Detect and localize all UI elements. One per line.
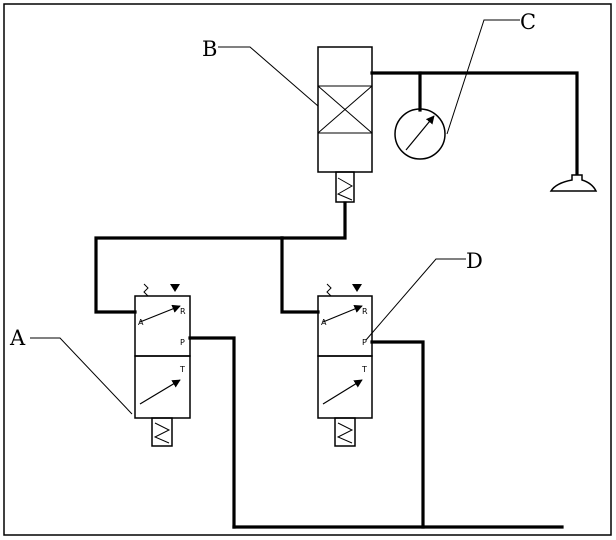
component-a-valve: A R P T: [134, 283, 191, 447]
callout-label-d: D: [466, 249, 483, 273]
valve-a-port-a-label: A: [138, 318, 144, 327]
pipe-valve-a-supply: [188, 336, 236, 529]
valve-a-coil-zigzag: [153, 422, 171, 444]
valve-d-lower-arrow: [322, 379, 363, 405]
leader-d: [365, 258, 466, 341]
gauge-c-needle: [405, 115, 435, 151]
pipe-header-to-valve-d: [280, 236, 320, 314]
component-d-valve: A R P T: [317, 283, 373, 447]
valve-d-port-r-label: R: [362, 307, 368, 316]
pipe-header-left: [94, 236, 284, 314]
leader-c: [446, 19, 520, 135]
callout-label-a: A: [9, 326, 26, 350]
pipe-valve-d-supply: [370, 340, 425, 529]
diagram-frame: [3, 3, 612, 536]
callout-label-c: C: [520, 10, 536, 34]
valve-d-spring-icon: [326, 283, 332, 297]
leader-b: [218, 46, 319, 107]
valve-a-port-r-label: R: [180, 307, 186, 316]
valve-a-port-p-label: P: [180, 338, 185, 347]
valve-a-lower-arrow: [139, 379, 181, 405]
component-b-filter: [317, 46, 373, 203]
filter-b-coil: [335, 171, 355, 203]
callout-label-b: B: [202, 37, 217, 61]
filter-b-coil-zigzag: [336, 177, 354, 201]
gauge-c-dial: [394, 108, 446, 160]
valve-d-upper-arrow: [322, 304, 363, 323]
component-suction-cup: [549, 174, 598, 192]
valve-a-upper-arrow: [139, 304, 181, 323]
component-c-gauge: [394, 108, 446, 160]
valve-d-pilot-icon: [352, 284, 362, 292]
valve-a-port-t-label: T: [179, 365, 185, 374]
pipe-network: [94, 71, 579, 529]
pipe-b-to-suction-cup: [370, 71, 579, 177]
suction-cup-shape: [549, 174, 598, 192]
valve-d-coil: [334, 417, 356, 447]
valve-d-coil-zigzag: [336, 422, 354, 444]
pipe-b-to-header: [280, 201, 347, 240]
callout-leaders: [30, 19, 520, 415]
valve-d-port-a-label: A: [321, 318, 327, 327]
valve-d-port-p-label: P: [362, 338, 367, 347]
valve-a-coil: [151, 417, 173, 447]
leader-a: [30, 337, 133, 415]
filter-b-cross-2: [317, 85, 373, 134]
valve-a-spring-icon: [143, 283, 149, 297]
valve-a-pilot-icon: [170, 284, 180, 292]
valve-d-port-t-label: T: [361, 365, 367, 374]
